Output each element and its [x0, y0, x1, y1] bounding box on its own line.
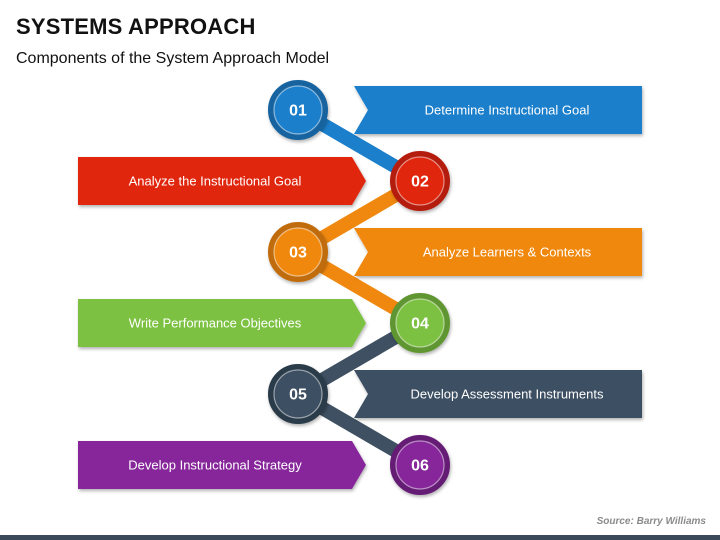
- source-note: Source: Barry Williams: [596, 516, 706, 527]
- step-node-03: 03: [268, 222, 328, 282]
- step-node-circle-03: [268, 222, 328, 282]
- step-label-04: Write Performance Objectives: [129, 316, 302, 331]
- step-number-04: 04: [411, 316, 429, 333]
- step-node-circle-04: [390, 293, 450, 353]
- step-node-02: 02: [390, 151, 450, 211]
- step-label-06: Develop Instructional Strategy: [128, 458, 302, 473]
- step-node-05: 05: [268, 364, 328, 424]
- step-node-ring-04: [395, 298, 445, 348]
- bottom-bar: [0, 535, 720, 540]
- step-banner-shape-02: [78, 157, 366, 205]
- step-node-ring-01: [273, 85, 323, 135]
- step-node-circle-01: [268, 80, 328, 140]
- step-banner-01: Determine Instructional Goal: [354, 86, 642, 134]
- step-banner-02: Analyze the Instructional Goal: [78, 157, 366, 205]
- step-number-06: 06: [411, 458, 429, 475]
- step-label-03: Analyze Learners & Contexts: [423, 245, 592, 260]
- page-title: SYSTEMS APPROACH: [16, 14, 256, 39]
- step-banner-04: Write Performance Objectives: [78, 299, 366, 347]
- page-subtitle: Components of the System Approach Model: [16, 50, 330, 67]
- step-node-04: 04: [390, 293, 450, 353]
- step-banner-05: Develop Assessment Instruments: [354, 370, 642, 418]
- step-number-02: 02: [411, 174, 429, 191]
- step-banner-shape-04: [78, 299, 366, 347]
- step-node-ring-02: [395, 156, 445, 206]
- step-number-01: 01: [289, 103, 307, 120]
- step-number-05: 05: [289, 387, 307, 404]
- step-banner-06: Develop Instructional Strategy: [78, 441, 366, 489]
- step-node-06: 06: [390, 435, 450, 495]
- step-node-ring-03: [273, 227, 323, 277]
- step-banner-shape-05: [354, 370, 642, 418]
- step-node-ring-06: [395, 440, 445, 490]
- step-node-01: 01: [268, 80, 328, 140]
- step-banner-shape-03: [354, 228, 642, 276]
- step-banner-shape-06: [78, 441, 366, 489]
- step-node-circle-02: [390, 151, 450, 211]
- step-node-circle-05: [268, 364, 328, 424]
- step-label-02: Analyze the Instructional Goal: [129, 174, 302, 189]
- step-banner-03: Analyze Learners & Contexts: [354, 228, 642, 276]
- step-label-05: Develop Assessment Instruments: [411, 387, 604, 402]
- step-banner-shape-01: [354, 86, 642, 134]
- step-number-03: 03: [289, 245, 307, 262]
- step-label-01: Determine Instructional Goal: [425, 103, 590, 118]
- step-node-ring-05: [273, 369, 323, 419]
- step-node-circle-06: [390, 435, 450, 495]
